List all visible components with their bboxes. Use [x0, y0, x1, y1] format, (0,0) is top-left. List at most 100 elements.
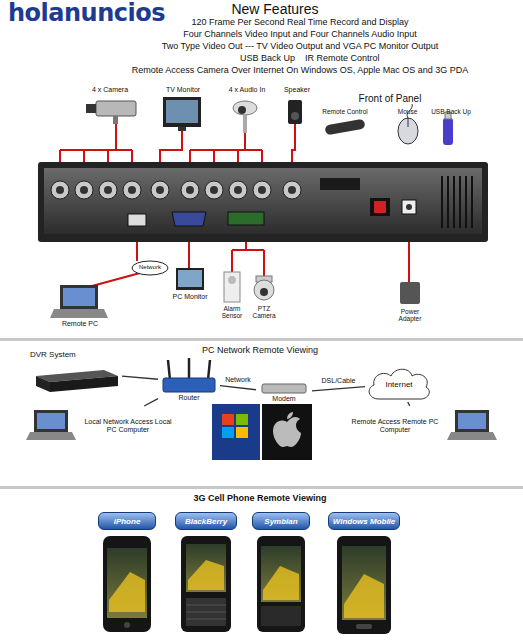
device-label: Power Adapter — [390, 308, 430, 323]
phone-tab: Windows Mobile — [328, 512, 400, 530]
dvr-rear-panel — [186, 186, 194, 194]
dvr-rear-panel — [44, 168, 482, 234]
network-icons — [36, 376, 50, 392]
dvr-rear-panel — [128, 186, 136, 194]
network-icons — [163, 378, 215, 392]
network-icons — [37, 413, 65, 429]
device-label: Network — [128, 264, 172, 271]
cloud-node: Internet — [365, 366, 433, 402]
node-text: Symbian — [253, 517, 309, 526]
dvr-rear-panel — [441, 176, 443, 228]
lower-devices — [400, 282, 420, 304]
lower-devices — [228, 276, 236, 284]
cell-phones — [356, 624, 372, 629]
dvr-rear-panel — [459, 176, 461, 228]
diagram-title: New Features — [200, 1, 350, 17]
lower-devices — [254, 280, 274, 300]
dvr-rear-panel — [151, 181, 169, 199]
dvr-rear-panel — [229, 181, 247, 199]
section-divider — [0, 486, 523, 489]
dvr-rear-panel — [99, 181, 117, 199]
dvr-rear-panel — [128, 214, 146, 226]
device-label: Remote PC — [52, 320, 108, 328]
audio-in-icon — [233, 101, 257, 115]
device-node: Local Network Access Local PC Computer — [30, 406, 180, 448]
feature-line: USB Back Up — [150, 53, 295, 63]
network-cable — [312, 387, 365, 391]
dvr-rear-panel — [228, 212, 264, 225]
device-label: USB Back Up — [426, 108, 476, 115]
front-panel-icons — [398, 118, 418, 144]
network-icons — [168, 358, 210, 380]
dvr-rear-panel — [205, 181, 223, 199]
cell-phones — [186, 605, 226, 619]
node-text: Internet — [365, 380, 433, 389]
node-text: BlackBerry — [176, 517, 236, 526]
cell-phones — [261, 606, 301, 626]
network-icons — [188, 358, 191, 380]
feature-line: 120 Frame Per Second Real Time Record an… — [110, 17, 490, 27]
os-logos — [262, 404, 312, 460]
cell-phones — [124, 622, 130, 628]
front-panel-icons — [408, 118, 409, 127]
box-camera — [86, 101, 136, 124]
cell-phones — [344, 574, 384, 618]
network-cable — [408, 402, 410, 406]
device-label: Alarm Sensor — [216, 305, 248, 320]
lower-devices — [60, 285, 98, 309]
dvr-rear-panel — [374, 201, 386, 213]
device-label: Remote Control — [315, 108, 375, 115]
dvr-rear-panel — [402, 200, 416, 214]
os-logos — [287, 412, 293, 419]
cell-phones — [186, 544, 226, 592]
dvr-rear-panel — [38, 162, 488, 242]
dvr-rear-panel — [370, 198, 390, 216]
phone-tab: BlackBerry — [175, 512, 237, 530]
dvr-rear-panel — [123, 181, 141, 199]
cell-phones — [186, 619, 226, 620]
dvr-rear-panel — [283, 181, 301, 199]
speaker-icon — [288, 100, 302, 124]
node-text: Router — [158, 394, 220, 402]
feature-line: Two Type Video Out --- TV Video Output a… — [110, 41, 490, 51]
lower-devices — [63, 288, 95, 306]
tv-monitor-icon — [163, 97, 201, 131]
device-label: TV Monitor — [156, 86, 210, 94]
network-icons — [26, 432, 76, 440]
edge-label: Network — [213, 376, 263, 384]
tv-monitor-icon — [166, 100, 198, 123]
dvr-rear-panel — [465, 176, 467, 228]
node-text: Windows Mobile — [329, 517, 399, 526]
dvr-rear-panel — [210, 186, 218, 194]
device-label: 4 x Audio In — [220, 86, 274, 94]
watermark: holanuncios — [8, 0, 213, 28]
section-label: Front of Panel — [345, 93, 435, 105]
dvr-rear-panel — [288, 186, 296, 194]
device-node: DVR System — [30, 350, 122, 394]
dvr-rear-panel — [181, 181, 199, 199]
os-logos — [212, 404, 260, 460]
cell-phones — [107, 548, 147, 618]
cell-phones — [186, 612, 226, 613]
lower-devices — [260, 288, 268, 296]
device-label: PC Monitor — [164, 293, 216, 301]
device-label: Speaker — [280, 86, 314, 94]
network-cable — [144, 399, 158, 406]
device-node: Remote Access Remote PC Computer — [345, 406, 495, 448]
node-text: DVR System — [30, 350, 122, 359]
node-text: Modem — [256, 395, 312, 403]
dvr-rear-panel — [442, 176, 472, 228]
dvr-rear-panel — [75, 181, 93, 199]
section-divider — [0, 338, 523, 341]
front-panel-icons — [443, 118, 453, 145]
box-camera — [86, 104, 96, 113]
dvr-rear-panel — [156, 186, 164, 194]
section-divider — [0, 338, 523, 489]
dvr-rear-panel — [172, 212, 206, 226]
dvr-rear-panel — [56, 186, 64, 194]
network-icons — [26, 358, 497, 440]
dvr-rear-panel — [471, 176, 473, 228]
cell-phones — [337, 536, 391, 634]
feature-line: Remote Access Camera Over Internet On Wi… — [110, 65, 490, 75]
